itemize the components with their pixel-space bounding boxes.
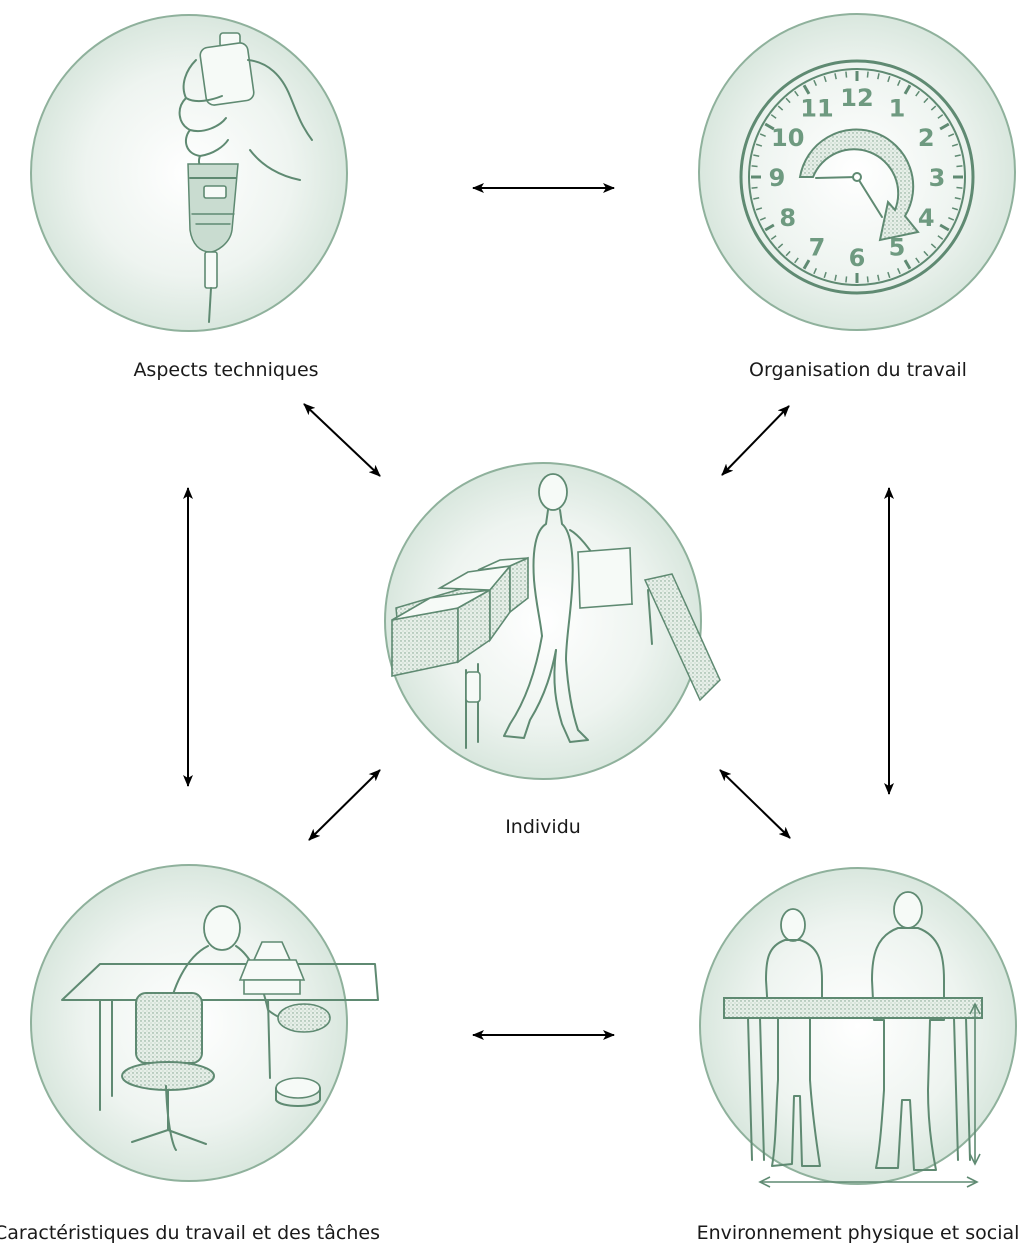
arrow-org-individu bbox=[722, 406, 789, 475]
task-label: Caractéristiques du travail et des tâche… bbox=[0, 1222, 380, 1244]
clock-number-6: 6 bbox=[849, 244, 866, 272]
arrow-tech-individu bbox=[304, 404, 380, 476]
node-environnement-physique-social: Environnement physique et social bbox=[697, 868, 1020, 1244]
clock-number-11: 11 bbox=[800, 95, 833, 123]
node-aspects-techniques: Aspects techniques bbox=[31, 15, 347, 381]
clock-number-4: 4 bbox=[918, 204, 935, 232]
individu-label: Individu bbox=[505, 816, 581, 838]
node-caracteristiques-travail-taches: Caractéristiques du travail et des tâche… bbox=[0, 865, 380, 1244]
tech-label: Aspects techniques bbox=[133, 359, 318, 381]
clock-number-3: 3 bbox=[929, 164, 946, 192]
node-individu: Individu bbox=[385, 463, 720, 838]
clock-number-7: 7 bbox=[809, 233, 826, 261]
clock-tick bbox=[752, 166, 758, 167]
clock-tick bbox=[846, 276, 847, 282]
clock-number-1: 1 bbox=[889, 95, 906, 123]
clock-tick bbox=[846, 72, 847, 78]
clock-tick bbox=[956, 187, 962, 188]
clock-number-9: 9 bbox=[769, 164, 786, 192]
arrow-individu-task bbox=[309, 770, 380, 840]
clock-tick bbox=[752, 187, 758, 188]
org-label: Organisation du travail bbox=[749, 359, 967, 381]
clock-tick bbox=[867, 276, 868, 282]
clock-tick bbox=[956, 166, 962, 167]
arrow-individu-env bbox=[720, 770, 790, 838]
clock-number-2: 2 bbox=[918, 124, 935, 152]
clock-number-8: 8 bbox=[779, 204, 796, 232]
clock-tick bbox=[867, 72, 868, 78]
clock-number-10: 10 bbox=[771, 124, 804, 152]
env-label: Environnement physique et social bbox=[697, 1222, 1020, 1244]
clock-number-12: 12 bbox=[840, 84, 873, 112]
